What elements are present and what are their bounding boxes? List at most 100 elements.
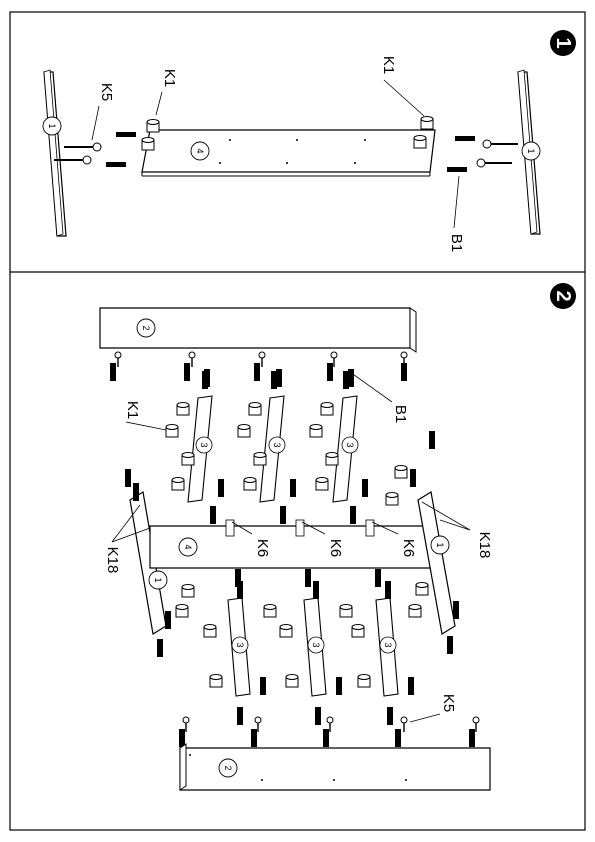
label-k5: K5 (98, 83, 115, 101)
dowel-icon (184, 363, 190, 381)
shelf-panel-label: 4 (195, 148, 205, 153)
cam-lock-icon (408, 604, 422, 618)
cam-lock-icon (209, 674, 223, 688)
cam-lock-icon (171, 477, 185, 491)
cam-lock-icon (285, 674, 299, 688)
shelf-pin-icon (365, 519, 375, 537)
lower-cam-group (175, 581, 414, 695)
dowel-icon (290, 479, 296, 497)
dowel-icon (350, 506, 356, 524)
dowel-icon (455, 136, 475, 141)
dowel-icon (218, 479, 224, 497)
dowel-icon (276, 369, 282, 387)
cam-lock-icon (415, 582, 429, 596)
cam-lock-icon (420, 116, 434, 130)
cam-lock-icon (413, 135, 427, 149)
label-k6-c: K6 (400, 539, 417, 557)
side-panel-left-label: 1 (153, 577, 163, 582)
dowel-icon (453, 601, 459, 619)
dowel-icon (204, 369, 210, 387)
screw-icon (476, 158, 512, 168)
side-panel-right-label: 1 (435, 542, 445, 547)
cam-lock-icon (315, 477, 329, 491)
label-k18-left: K18 (104, 547, 121, 574)
dowel-icon (133, 483, 139, 501)
dowel-icon (408, 677, 414, 695)
label-k5: K5 (440, 694, 457, 712)
dowel-icon (447, 167, 467, 172)
cam-lock-icon (176, 402, 190, 416)
top-connector-row (110, 351, 408, 389)
side-panel-right (417, 491, 456, 635)
screw-icon (64, 142, 102, 152)
dowel-icon (305, 569, 311, 587)
label-k6-a: K6 (254, 539, 271, 557)
divider-4-label: 3 (235, 642, 245, 647)
dowel-icon (237, 707, 243, 725)
dowel-icon (447, 636, 453, 654)
cam-lock-icon (385, 492, 399, 506)
side-panel-right-label: 1 (526, 148, 536, 153)
step-2-badge (550, 283, 576, 309)
dowel-icon (116, 132, 136, 137)
divider-3-label: 3 (345, 442, 355, 447)
divider-1-label: 3 (199, 442, 209, 447)
step-1-badge (550, 30, 576, 56)
shelf-pin-icon (225, 519, 235, 537)
label-k6-b: K6 (327, 539, 344, 557)
cam-lock-icon (181, 584, 195, 598)
dowel-icon (401, 363, 407, 381)
bottom-panel-label: 2 (223, 765, 233, 770)
dowel-icon (106, 162, 126, 167)
label-b1: B1 (448, 234, 465, 252)
dowel-icon (165, 611, 171, 629)
cam-lock-icon (320, 402, 334, 416)
cam-lock-icon (175, 604, 189, 618)
screw-icon (400, 716, 408, 733)
label-k1: K1 (124, 401, 141, 419)
dowel-icon (395, 729, 401, 747)
dowel-icon (280, 506, 286, 524)
shelf-panel (141, 129, 436, 173)
cam-lock-icon (237, 424, 251, 438)
cam-lock-icon (263, 604, 277, 618)
cam-lock-icon (351, 624, 365, 638)
cam-lock-icon (141, 137, 155, 151)
label-k1-right: K1 (380, 56, 397, 74)
dowel-icon (110, 363, 116, 381)
shelf-pin-icon (295, 519, 305, 537)
cam-lock-icon (279, 624, 293, 638)
dowel-icon (375, 569, 381, 587)
cam-lock-icon (394, 465, 408, 479)
dowel-icon (260, 677, 266, 695)
cam-lock-icon (309, 424, 323, 438)
label-k1-left: K1 (161, 69, 178, 87)
cam-lock-icon (181, 452, 195, 466)
divider-2-label: 3 (272, 442, 282, 447)
step-1-panel: 1 1 4 1 (42, 30, 576, 252)
dowel-icon (323, 729, 329, 747)
cam-lock-icon (357, 674, 371, 688)
dowel-icon (237, 581, 243, 599)
lower-dividers: 3 3 3 (227, 597, 399, 697)
cam-lock-icon (146, 119, 160, 133)
cam-lock-icon (203, 624, 217, 638)
dowel-icon (348, 369, 354, 387)
dowel-icon (429, 431, 435, 449)
divider-5-label: 3 (311, 642, 321, 647)
dowel-icon (315, 707, 321, 725)
bottom-connector-row (179, 707, 480, 747)
upper-dividers: 3 3 3 (187, 395, 359, 503)
cam-lock-icon (165, 424, 179, 438)
label-k18-right: K18 (476, 532, 493, 559)
divider-6-label: 3 (383, 642, 393, 647)
dowel-icon (210, 506, 216, 524)
dowel-icon (385, 581, 391, 599)
cam-lock-icon (325, 452, 339, 466)
step-2-panel: 2 2 3 3 3 (99, 283, 576, 791)
dowel-icon (179, 729, 185, 747)
step-2-number: 2 (552, 290, 574, 301)
dowel-icon (362, 479, 368, 497)
dowel-icon (327, 363, 333, 381)
